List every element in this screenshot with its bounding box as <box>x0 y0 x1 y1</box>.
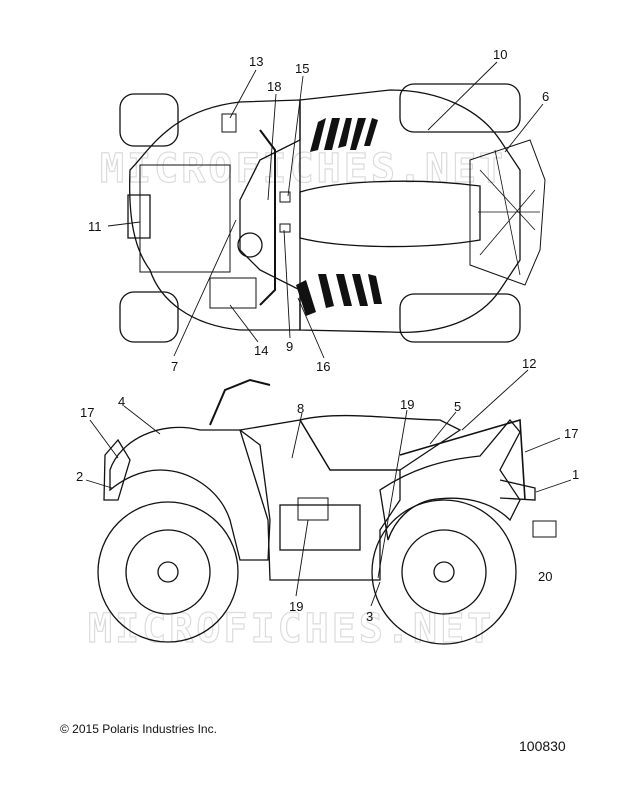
side-rear-fender <box>379 418 521 541</box>
callout-4: 4 <box>118 394 126 409</box>
side-front-fender <box>109 426 271 561</box>
watermark-top: MICROFICHES.NET <box>100 146 506 192</box>
decal-9-box <box>279 223 291 233</box>
callout-2: 2 <box>76 469 84 484</box>
rear-hub <box>433 561 455 583</box>
callout-8: 8 <box>297 401 305 416</box>
callout-19-top: 19 <box>400 397 415 412</box>
side-handlebar <box>209 378 271 426</box>
copyright-notice: © 2015 Polaris Industries Inc. <box>60 722 217 736</box>
top-front-wheel-lower <box>119 291 179 343</box>
top-rear-rack-grid <box>478 149 540 276</box>
atv-top-view <box>119 83 546 343</box>
callout-15: 15 <box>295 61 310 76</box>
callout-5: 5 <box>454 399 462 414</box>
callout-13: 13 <box>249 54 264 69</box>
top-decal-stripes-upper <box>310 118 378 152</box>
callout-11: 11 <box>88 219 102 234</box>
decal-19-box <box>297 497 329 521</box>
callout-14: 14 <box>254 343 269 358</box>
callout-1: 1 <box>572 467 580 482</box>
front-hub <box>157 561 179 583</box>
callout-9: 9 <box>286 339 294 354</box>
decal-14-box <box>209 277 257 309</box>
atv-side-view <box>97 378 536 645</box>
side-seat <box>298 414 462 471</box>
callout-12: 12 <box>522 356 537 371</box>
side-front-bumper <box>103 438 131 501</box>
diagram-number: 100830 <box>519 738 566 754</box>
front-rim <box>125 529 211 615</box>
top-rear-fender <box>299 89 521 334</box>
front-tire <box>97 501 239 643</box>
top-decal-stripes-lower <box>296 274 382 316</box>
top-front-wheel-upper <box>119 93 179 147</box>
leader-lines <box>85 61 572 607</box>
side-engine <box>279 504 361 551</box>
side-rear-rack <box>399 418 526 501</box>
callout-16: 16 <box>316 359 331 374</box>
top-rear-wheel-upper <box>399 83 521 133</box>
top-handlebar <box>259 129 276 306</box>
top-rear-wheel-lower <box>399 293 521 343</box>
watermark-bottom: MICROFICHES.NET <box>88 606 494 652</box>
rear-tire <box>371 499 517 645</box>
callout-18: 18 <box>267 79 282 94</box>
callout-10: 10 <box>493 47 508 62</box>
callout-7: 7 <box>171 359 179 374</box>
top-small-decals <box>209 113 291 309</box>
side-exhaust <box>499 479 536 501</box>
callout-19-bottom: 19 <box>289 599 304 614</box>
side-body-panel <box>239 419 401 581</box>
callout-17-left: 17 <box>80 405 95 420</box>
decal-13-box <box>221 113 237 133</box>
decal-15-box <box>279 191 291 203</box>
rear-rim <box>401 529 487 615</box>
top-seat <box>299 180 481 248</box>
callout-20: 20 <box>538 569 553 584</box>
callout-3: 3 <box>366 609 374 624</box>
callout-6: 6 <box>542 89 550 104</box>
top-rear-rack <box>469 139 546 286</box>
top-front-fender <box>129 99 301 331</box>
callout-17-right: 17 <box>564 426 579 441</box>
decal-20-swatch <box>532 520 557 538</box>
top-front-rack <box>139 164 231 273</box>
top-gauge <box>237 232 263 258</box>
